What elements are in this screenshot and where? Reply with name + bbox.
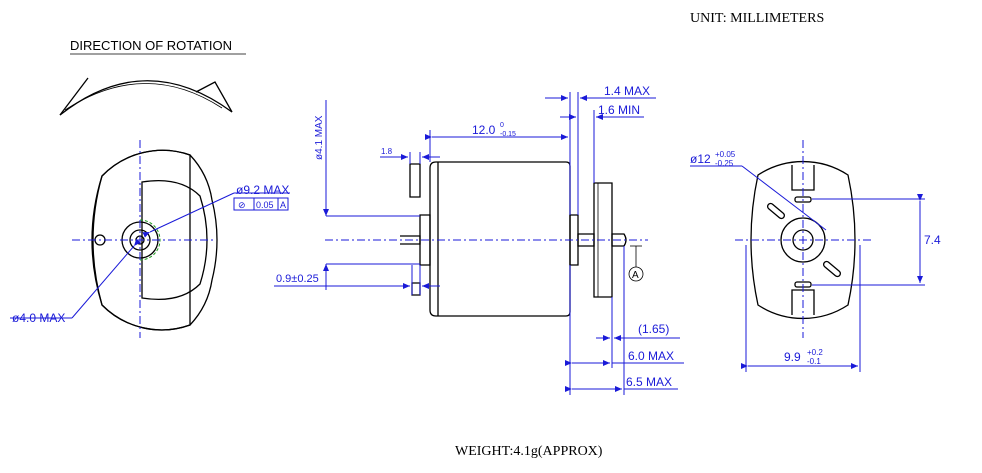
right-view-bearing-outer	[780, 217, 826, 263]
left-view: ø9.2 MAX ⊘ 0.05 A ø4.0 MAX	[10, 140, 290, 338]
right-view-slot-1	[766, 202, 786, 220]
label-dia-12-tol-upper: +0.05	[715, 150, 736, 159]
right-view-housing	[750, 160, 856, 320]
tolerance-frame: ⊘ 0.05 A	[233, 197, 289, 211]
rotation-arrow-tail	[59, 77, 89, 116]
label-dia-12-tol-lower: -0.25	[715, 159, 734, 168]
label-len-12-tol-upper: 0	[500, 122, 504, 129]
side-view-front-boss	[419, 214, 431, 266]
label-dim-99-tol-lower: -0.1	[807, 357, 821, 366]
label-max-65: 6.5 MAX	[626, 375, 672, 389]
label-len-12: 12.0	[472, 123, 496, 137]
right-view: ø12 +0.05 -0.25 7.4 9.9 +0.2 -0.1	[690, 140, 941, 372]
leader-dia-40	[71, 238, 141, 319]
label-dim-99: 9.9	[784, 350, 801, 364]
side-view-body	[429, 161, 571, 317]
tolerance-datum: A	[280, 200, 286, 210]
rotation-arrow-head	[195, 81, 233, 113]
label-dia-40: ø4.0 MAX	[12, 311, 65, 325]
weight-label: WEIGHT:4.1g(APPROX)	[455, 444, 603, 459]
label-dim-165: (1.65)	[638, 322, 669, 336]
label-dia-41: ø4.1 MAX	[314, 115, 325, 160]
label-dim-99-tol-upper: +0.2	[807, 348, 823, 357]
tolerance-value: 0.05	[256, 200, 274, 210]
label-dia-12: ø12	[690, 152, 711, 166]
leader-dia-12	[741, 165, 827, 231]
rotation-indicator: DIRECTION OF ROTATION	[59, 38, 246, 116]
rotation-label: DIRECTION OF ROTATION	[70, 38, 232, 53]
left-view-brush-holder	[141, 179, 208, 301]
side-view-terminal-top	[409, 163, 421, 198]
left-view-bearing-inner	[129, 229, 151, 251]
right-view-slot-2	[822, 260, 842, 278]
right-view-bearing-inner	[792, 229, 814, 251]
label-dim-74: 7.4	[924, 233, 941, 247]
left-view-housing-outline	[91, 149, 218, 331]
right-view-terminal-top	[794, 196, 812, 203]
side-view-flange	[569, 214, 579, 266]
side-view: A ø4.1 MAX 12.0 0 -0.15 1.8 0.9±0.25	[274, 84, 684, 395]
label-dim-09: 0.9±0.25	[276, 273, 319, 285]
side-view-shaft-tip	[611, 233, 627, 247]
label-dim-18: 1.8	[381, 147, 393, 156]
label-max-60: 6.0 MAX	[628, 349, 674, 363]
datum-a-symbol: A	[632, 270, 639, 281]
concentricity-icon: ⊘	[238, 200, 246, 210]
leader-dia-92	[142, 192, 235, 238]
label-len-12-tol-lower: -0.15	[500, 131, 516, 138]
label-min-16: 1.6 MIN	[598, 103, 640, 117]
rotation-arrow-arc-inner	[64, 83, 223, 111]
side-view-terminal-bottom	[411, 282, 421, 296]
label-max-14: 1.4 MAX	[604, 84, 650, 98]
side-view-shaft-left	[400, 235, 421, 245]
unit-label: UNIT: MILLIMETERS	[690, 11, 824, 26]
label-dia-92: ø9.2 MAX	[236, 183, 289, 197]
